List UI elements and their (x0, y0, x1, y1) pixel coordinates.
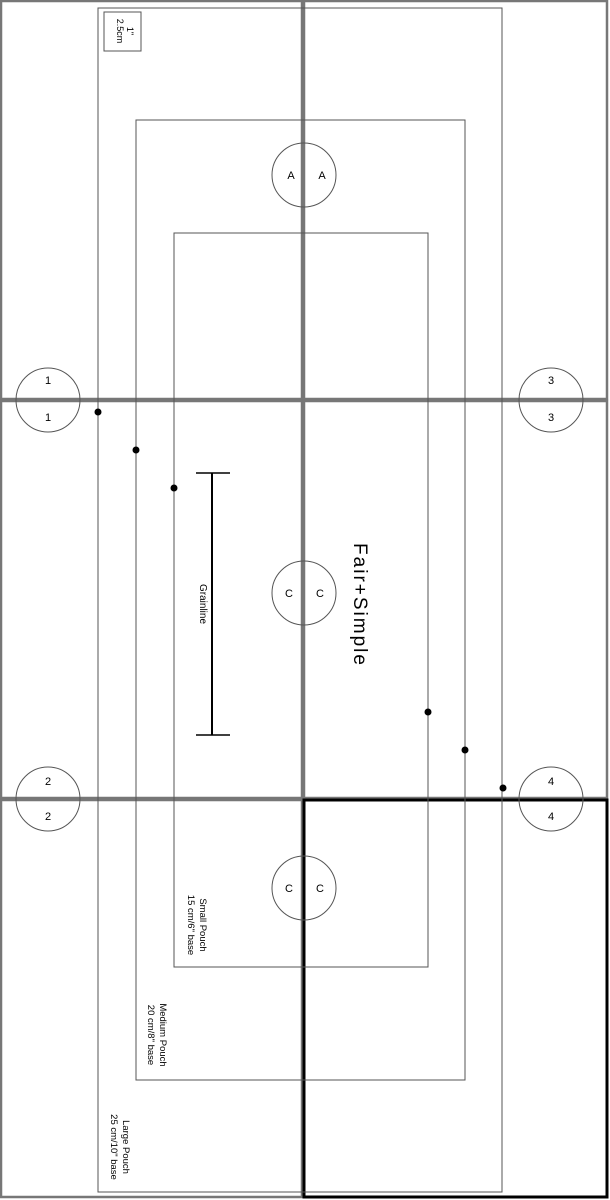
match-label-a-right: A (318, 170, 326, 182)
page-tile-4 (302, 399, 609, 800)
match-label-c-low-right: C (316, 883, 324, 895)
page-marker-3-top: 3 (548, 375, 554, 387)
page-marker-4-bottom: 4 (548, 811, 554, 823)
large-pouch-name: Large Pouch (120, 1120, 131, 1174)
small-pouch-name: Small Pouch (197, 898, 208, 951)
page-tile-2 (0, 399, 304, 800)
scale-cm-label: 2.5cm (115, 19, 125, 44)
page-marker-3 (518, 367, 584, 433)
page-marker-1-bottom: 1 (45, 412, 51, 424)
scale-inch-label: 1" (125, 27, 135, 35)
page-marker-4-top: 4 (548, 776, 554, 788)
brand-logo-text: Fair+Simple (349, 543, 370, 667)
page-tile-3 (302, 0, 609, 401)
match-label-c-mid-right: C (316, 588, 324, 600)
page-tile-6-highlighted (302, 798, 609, 1199)
match-circle-c-lower (271, 855, 337, 921)
page-marker-2-top: 2 (45, 776, 51, 788)
match-circle-a (271, 142, 337, 208)
medium-pouch-base: 20 cm/8" base (145, 1005, 156, 1065)
large-pouch-outline (97, 7, 503, 1193)
medium-corner-dot (132, 446, 140, 454)
match-label-c-low-left: C (285, 883, 293, 895)
page-tile-1 (0, 0, 304, 401)
small-pouch-outline (173, 232, 429, 968)
page-marker-4 (518, 766, 584, 832)
small-pouch-base: 15 cm/6" base (185, 895, 196, 955)
grainline-label: Grainline (197, 584, 208, 624)
medium-corner-dot-right (461, 746, 469, 754)
page-marker-3-bottom: 3 (548, 412, 554, 424)
page-tile-5 (0, 798, 304, 1199)
large-corner-dot (94, 408, 102, 416)
small-corner-dot (170, 484, 178, 492)
large-corner-dot-right (499, 784, 507, 792)
match-circle-c-middle (271, 560, 337, 626)
medium-pouch-name: Medium Pouch (157, 1003, 168, 1066)
match-label-c-mid-left: C (285, 588, 293, 600)
page-marker-1-top: 1 (45, 375, 51, 387)
large-pouch-base: 25 cm/10" base (108, 1114, 119, 1180)
page-marker-1 (15, 367, 81, 433)
grainline (196, 472, 230, 736)
small-corner-dot-right (424, 708, 432, 716)
scale-box (103, 11, 142, 52)
page-marker-2 (15, 766, 81, 832)
medium-pouch-outline (135, 119, 466, 1081)
page-marker-2-bottom: 2 (45, 811, 51, 823)
match-label-a-left: A (287, 170, 295, 182)
